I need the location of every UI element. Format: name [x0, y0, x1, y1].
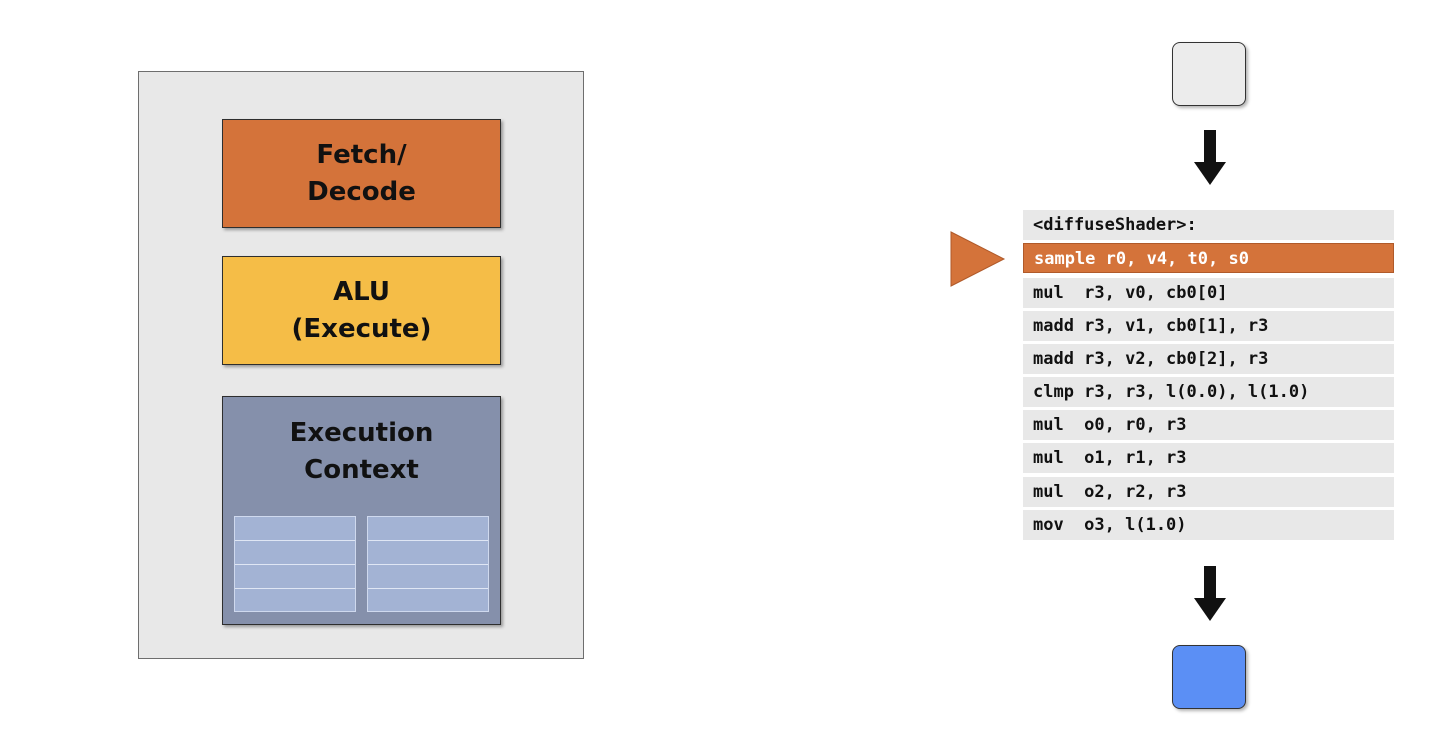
fetch-decode-label-line2: Decode: [307, 176, 416, 207]
instruction-row: mov o3, l(1.0): [1023, 510, 1394, 540]
instruction-row: madd r3, v2, cb0[2], r3: [1023, 344, 1394, 374]
instruction-row: mul o2, r2, r3: [1023, 477, 1394, 507]
down-arrow-icon: [1194, 566, 1226, 621]
alu-label-line1: ALU: [333, 276, 390, 307]
alu-label-line2: (Execute): [291, 313, 432, 344]
fetch-decode-unit: Fetch/ Decode: [222, 119, 501, 228]
alu-unit: ALU (Execute): [222, 256, 501, 365]
instruction-row: clmp r3, r3, l(0.0), l(1.0): [1023, 377, 1394, 407]
instruction-row: mul o1, r1, r3: [1023, 443, 1394, 473]
input-fragment-box: [1172, 42, 1246, 106]
shader-title: <diffuseShader>:: [1023, 210, 1394, 240]
register-block-right: [367, 516, 489, 612]
instruction-row: madd r3, v1, cb0[1], r3: [1023, 311, 1394, 341]
instruction-row: mul o0, r0, r3: [1023, 410, 1394, 440]
register-block-left: [234, 516, 356, 612]
instruction-row: mul r3, v0, cb0[0]: [1023, 278, 1394, 308]
fetch-decode-label-line1: Fetch/: [316, 139, 407, 170]
execution-context-label-line2: Context: [304, 455, 419, 485]
down-arrow-icon: [1194, 130, 1226, 185]
execution-context-label-line1: Execution: [289, 418, 434, 448]
instruction-pointer-icon: [950, 231, 1006, 287]
output-fragment-box: [1172, 645, 1246, 709]
instruction-row-active: sample r0, v4, t0, s0: [1023, 243, 1394, 273]
